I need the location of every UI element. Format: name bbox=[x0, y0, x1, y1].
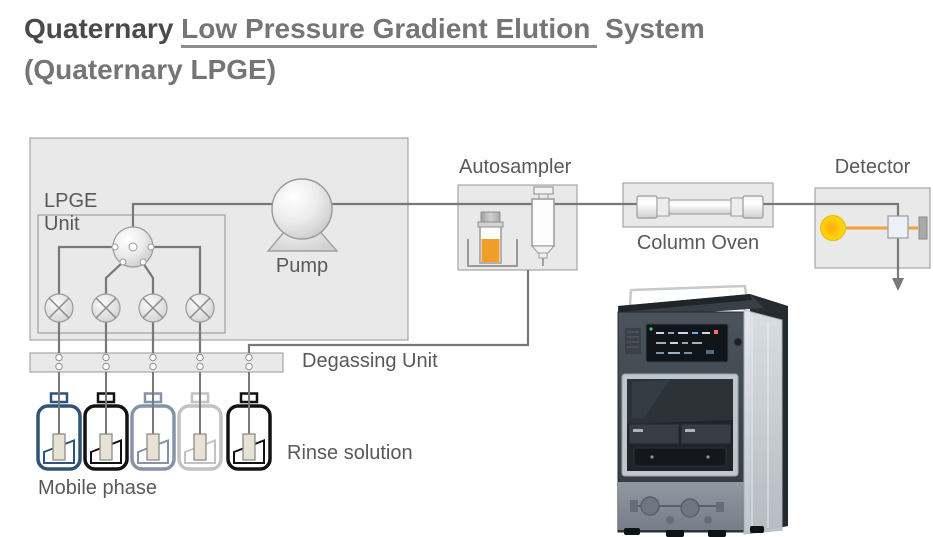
valve3-feed-line bbox=[142, 262, 155, 294]
valve4-feed-line bbox=[151, 245, 202, 294]
waste-arrow-icon bbox=[892, 278, 904, 291]
valve2-feed-line bbox=[104, 262, 123, 294]
mixing-valve-center-port bbox=[128, 242, 138, 252]
instrument-display bbox=[645, 323, 729, 363]
lamp-icon bbox=[820, 215, 846, 241]
photodiode-icon bbox=[918, 216, 928, 240]
title-suffix: System bbox=[597, 13, 705, 44]
detector-label: Detector bbox=[834, 156, 911, 178]
bottle-tubes bbox=[58, 372, 250, 437]
valve1-feed-line bbox=[57, 245, 115, 294]
detector-content bbox=[820, 215, 928, 241]
instrument-pump-bay bbox=[618, 482, 744, 530]
solenoid-valve-icon bbox=[91, 293, 121, 323]
syringe-icon bbox=[530, 186, 556, 266]
bottle-contents bbox=[43, 433, 265, 464]
solenoid-valves bbox=[44, 293, 215, 323]
mobile-phase-label: Mobile phase bbox=[38, 477, 157, 499]
degassing-unit-bar bbox=[29, 352, 284, 373]
instrument-handle-icon bbox=[627, 284, 749, 319]
degasser-port-icon bbox=[55, 353, 253, 371]
bottle-filter-icon bbox=[52, 433, 66, 461]
sample-vial-icon bbox=[477, 211, 504, 264]
solenoid-valve-icon bbox=[44, 293, 74, 323]
flow-cell-icon bbox=[887, 215, 909, 239]
flow-lines bbox=[57, 202, 900, 353]
page-title: Quaternary Low Pressure Gradient Elution… bbox=[24, 8, 705, 90]
pump-label: Pump bbox=[275, 255, 329, 277]
autosampler-label: Autosampler bbox=[459, 156, 572, 178]
bottle-filter-icon bbox=[146, 433, 160, 461]
degassing-unit-label: Degassing Unit bbox=[302, 350, 438, 372]
pump-unit-box bbox=[29, 137, 409, 341]
bottle-filter-icon bbox=[193, 433, 207, 461]
instrument-door bbox=[621, 373, 739, 477]
hplc-instrument-photo bbox=[617, 284, 788, 537]
rinse-flow-line bbox=[247, 270, 530, 353]
column-oven-label: Column Oven bbox=[636, 232, 760, 254]
main-flow-line bbox=[131, 202, 900, 279]
solenoid-valve-icon bbox=[138, 293, 168, 323]
bottle-filter-icon bbox=[99, 433, 113, 461]
rinse-solution-label: Rinse solution bbox=[287, 442, 413, 464]
title-line-2: (Quaternary LPGE) bbox=[24, 54, 277, 85]
lpge-unit-box bbox=[37, 214, 226, 334]
title-line-1: Quaternary Low Pressure Gradient Elution… bbox=[24, 8, 705, 49]
bottle-filter-icon bbox=[242, 433, 256, 461]
instrument-feet bbox=[624, 526, 764, 537]
solenoid-valve-icon bbox=[185, 293, 215, 323]
column-icon bbox=[636, 195, 764, 219]
title-prefix: Quaternary bbox=[24, 13, 182, 44]
pump-icon bbox=[266, 178, 339, 252]
title-underlined: Low Pressure Gradient Elution bbox=[181, 13, 598, 48]
lpge-unit-label: LPGE Unit bbox=[44, 190, 98, 235]
mixing-valve-icon bbox=[111, 226, 155, 268]
vial-holder-icon bbox=[467, 239, 518, 267]
